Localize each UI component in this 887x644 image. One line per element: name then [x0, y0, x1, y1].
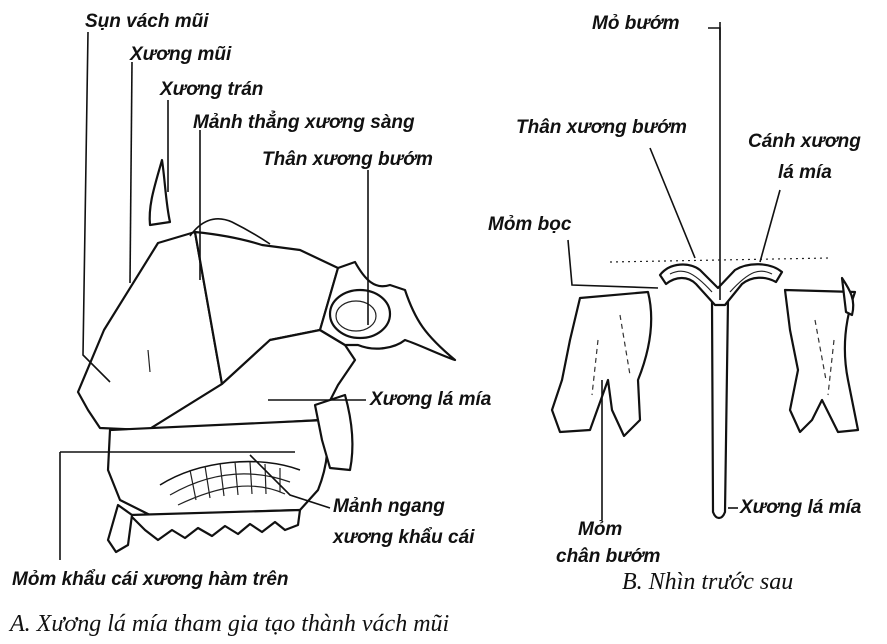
label-nasal-bone: Xương mũi [130, 45, 231, 64]
label-nasal-septum-cartilage: Sụn vách mũi [85, 12, 209, 31]
label-sphenoid-body-b: Thân xương bướm [516, 118, 687, 137]
figure-a-drawing [78, 160, 455, 552]
label-palatine-plate-line1: Mảnh ngang [333, 497, 445, 516]
frontal-bone-shape [150, 160, 170, 225]
label-pterygoid-line1: Mỏm [578, 520, 622, 539]
label-vomer-wing-line1: Cánh xương [748, 132, 861, 151]
label-pterygoid-line2: chân bướm [556, 547, 660, 566]
label-vomer-wing-line2: lá mía [778, 163, 832, 182]
figure-b-drawing [552, 22, 858, 518]
label-vomer-a: Xương lá mía [370, 390, 491, 409]
label-maxilla-palatine-process: Mỏm khẩu cái xương hàm trên [12, 570, 289, 589]
caption-figure-a: A. Xương lá mía tham gia tạo thành vách … [10, 612, 449, 636]
caption-figure-b: B. Nhìn trước sau [622, 570, 793, 594]
label-frontal-bone: Xương trán [160, 80, 263, 99]
vomer-stem-shape [712, 300, 728, 518]
teeth-row [130, 510, 300, 540]
label-sphenoid-body-a: Thân xương bướm [262, 150, 433, 169]
label-vomer-b: Xương lá mía [740, 498, 861, 517]
label-ethmoid-perpendicular-plate: Mảnh thẳng xương sàng [193, 113, 415, 132]
label-palatine-plate-line2: xương khẩu cái [333, 528, 474, 547]
label-sphenoid-rostrum: Mỏ bướm [592, 14, 680, 33]
vomer-wings-shape [660, 264, 782, 305]
label-vaginal-process: Mỏm bọc [488, 215, 571, 234]
